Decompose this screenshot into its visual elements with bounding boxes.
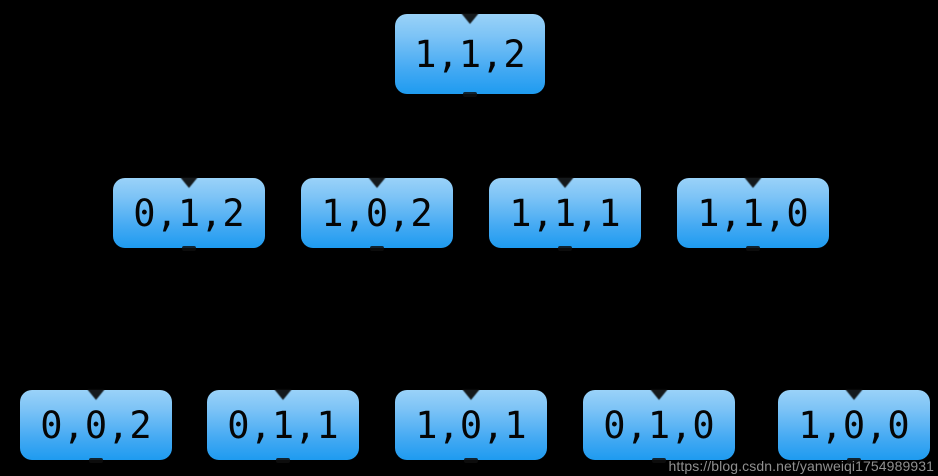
tree-node-label: 0,0,2 (40, 403, 152, 447)
arrowhead-icon (274, 389, 292, 400)
connector-stub-icon (182, 246, 196, 251)
arrowhead-icon (368, 177, 386, 188)
arrowhead-icon (744, 177, 762, 188)
connector-stub-icon (464, 458, 478, 463)
tree-node-label: 1,1,0 (697, 191, 809, 235)
tree-node-label: 1,1,2 (414, 32, 526, 76)
tree-node-label: 0,1,0 (603, 403, 715, 447)
connector-stub-icon (89, 458, 103, 463)
connector-stub-icon (746, 246, 760, 251)
tree-node[interactable]: 0,0,2 (20, 389, 172, 463)
arrowhead-icon (461, 13, 479, 24)
connector-stub-icon (463, 92, 477, 97)
tree-node[interactable]: 1,1,2 (395, 13, 545, 97)
arrowhead-icon (845, 389, 863, 400)
tree-node-label: 1,1,1 (509, 191, 621, 235)
tree-node[interactable]: 0,1,1 (207, 389, 359, 463)
connector-stub-icon (652, 458, 666, 463)
arrowhead-icon (180, 177, 198, 188)
arrowhead-icon (556, 177, 574, 188)
tree-node[interactable]: 1,0,1 (395, 389, 547, 463)
tree-node[interactable]: 1,0,2 (301, 177, 453, 251)
tree-node-label: 1,0,1 (415, 403, 527, 447)
tree-node-label: 1,0,0 (798, 403, 910, 447)
watermark-text: https://blog.csdn.net/yanweiqi1754989931 (668, 458, 934, 474)
tree-node[interactable]: 1,1,0 (677, 177, 829, 251)
tree-node-label: 0,1,1 (227, 403, 339, 447)
connector-stub-icon (558, 246, 572, 251)
tree-node[interactable]: 0,1,2 (113, 177, 265, 251)
tree-node[interactable]: 1,0,0 (778, 389, 930, 463)
tree-node-label: 0,1,2 (133, 191, 245, 235)
arrowhead-icon (462, 389, 480, 400)
tree-node[interactable]: 0,1,0 (583, 389, 735, 463)
connector-stub-icon (370, 246, 384, 251)
arrowhead-icon (87, 389, 105, 400)
connector-stub-icon (847, 458, 861, 463)
connector-stub-icon (276, 458, 290, 463)
tree-node-label: 1,0,2 (321, 191, 433, 235)
arrowhead-icon (650, 389, 668, 400)
tree-node[interactable]: 1,1,1 (489, 177, 641, 251)
